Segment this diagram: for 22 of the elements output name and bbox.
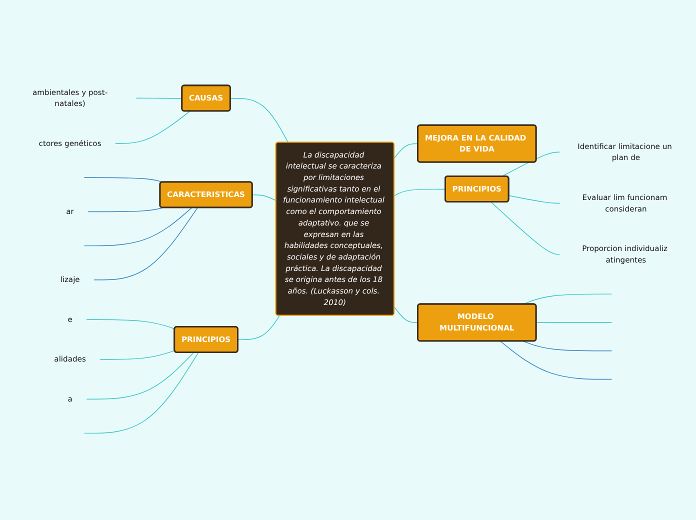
connector xyxy=(522,340,612,352)
connector xyxy=(252,194,276,201)
connector xyxy=(86,319,175,330)
connector xyxy=(394,188,446,196)
connector xyxy=(238,315,280,340)
connector xyxy=(522,294,612,305)
connector xyxy=(490,202,560,255)
connector xyxy=(100,350,175,360)
connector xyxy=(115,110,190,144)
connector xyxy=(394,306,418,324)
connector xyxy=(500,340,612,380)
connector xyxy=(84,207,192,246)
connector xyxy=(86,352,194,400)
connector xyxy=(136,98,182,99)
connector xyxy=(88,207,164,212)
connector xyxy=(536,322,612,324)
connector xyxy=(394,143,418,158)
connector xyxy=(94,207,198,280)
connector xyxy=(508,195,560,204)
connector xyxy=(84,352,199,434)
connector xyxy=(230,98,288,143)
connector xyxy=(84,177,164,182)
